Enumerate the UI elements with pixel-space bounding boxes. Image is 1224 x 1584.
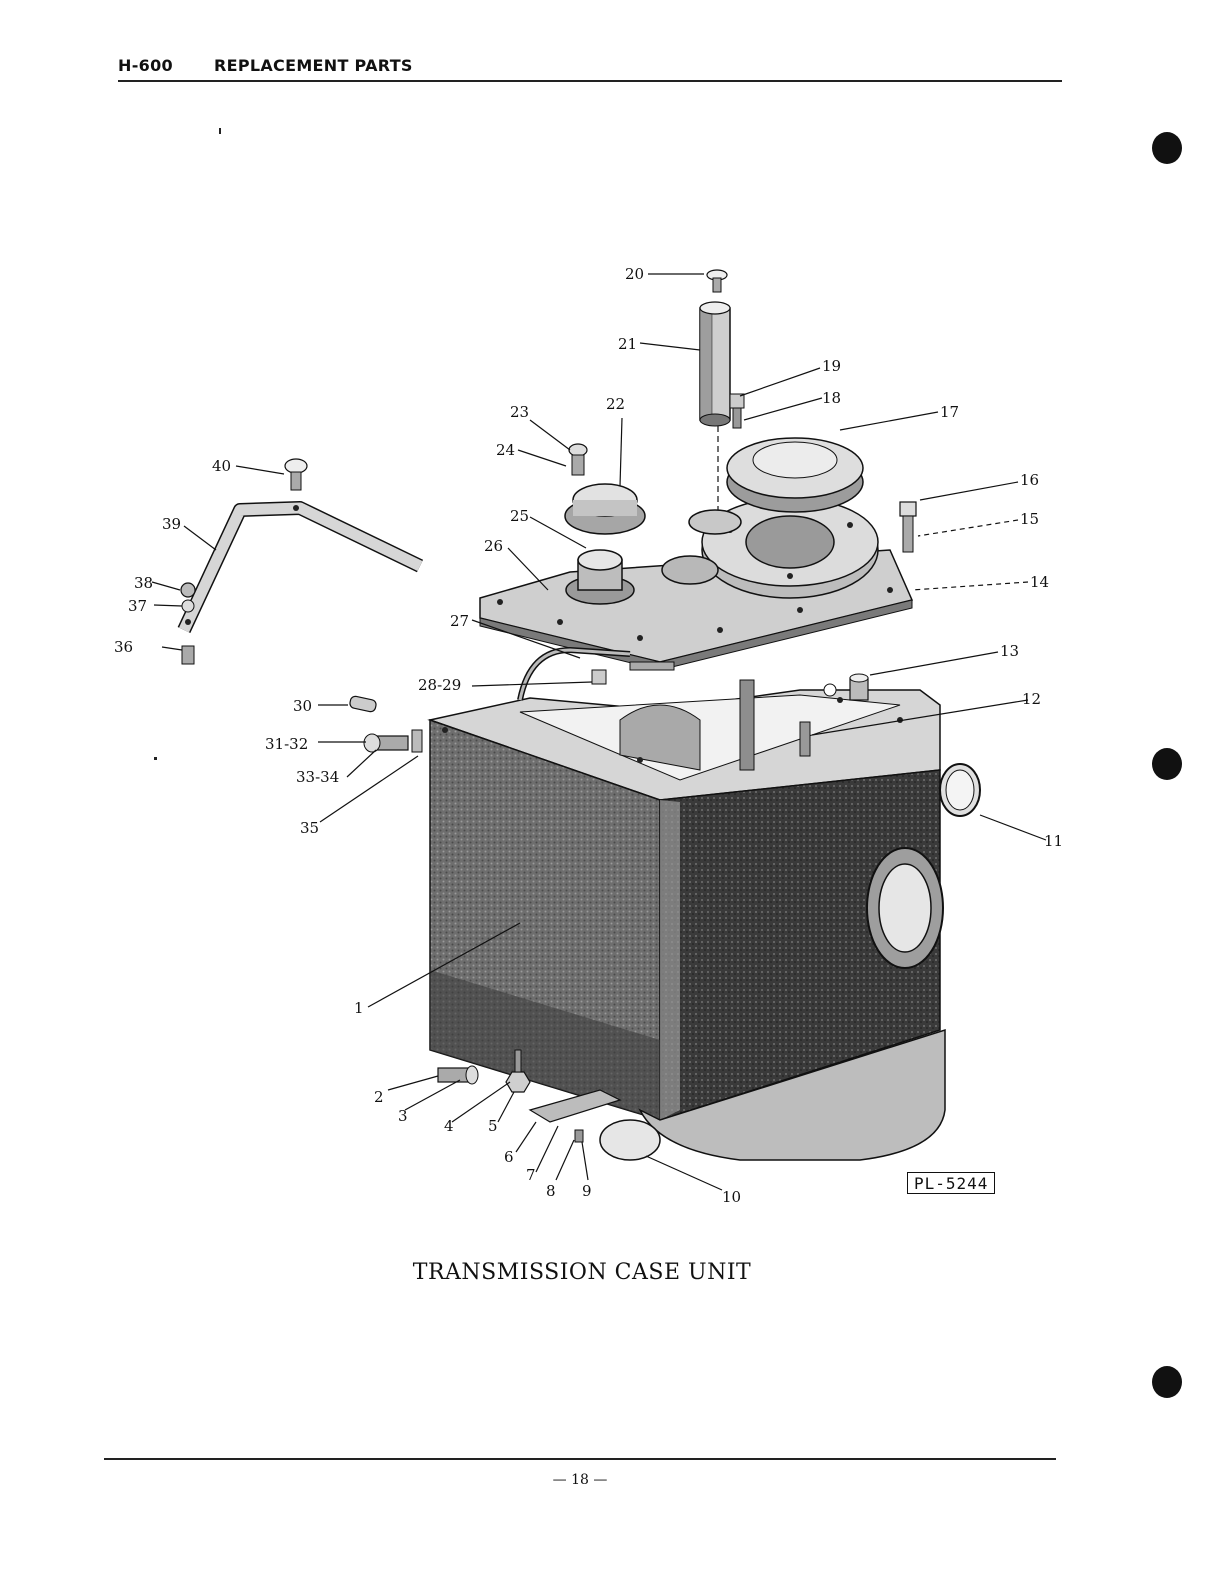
- top-screw: [707, 270, 727, 292]
- callout-27: 27: [450, 613, 469, 629]
- callout-35: 35: [300, 820, 319, 836]
- small-cover-cap: [565, 484, 645, 534]
- callout-20: 20: [625, 266, 644, 282]
- callout-38: 38: [134, 575, 153, 591]
- callout-5: 5: [488, 1118, 498, 1134]
- callout-11: 11: [1044, 833, 1063, 849]
- callout-13: 13: [1000, 643, 1019, 659]
- hex-support: [700, 302, 730, 510]
- callout-31-32: 31-32: [265, 736, 308, 752]
- callout-2: 2: [374, 1089, 384, 1105]
- callout-4: 4: [444, 1118, 454, 1134]
- callout-16: 16: [1020, 472, 1039, 488]
- callout-1: 1: [354, 1000, 364, 1016]
- figure-caption: TRANSMISSION CASE UNIT: [0, 1260, 1164, 1285]
- footer-rule: [104, 1458, 1056, 1460]
- callout-37: 37: [128, 598, 147, 614]
- callout-26: 26: [484, 538, 503, 554]
- manual-code: H-600: [118, 56, 173, 75]
- callout-18: 18: [822, 390, 841, 406]
- callout-10: 10: [722, 1189, 741, 1205]
- bolt-head: [730, 394, 744, 408]
- page-header: H-600 REPLACEMENT PARTS: [118, 56, 1062, 82]
- header-title: REPLACEMENT PARTS: [214, 56, 413, 75]
- binder-hole-middle: [1152, 748, 1182, 780]
- callout-8: 8: [546, 1183, 556, 1199]
- transmission-case: [430, 680, 945, 1160]
- callout-28-29: 28-29: [418, 677, 461, 693]
- callout-15: 15: [1020, 511, 1039, 527]
- callout-33-34: 33-34: [296, 769, 339, 785]
- binder-hole-top: [1152, 132, 1182, 164]
- callout-30: 30: [293, 698, 312, 714]
- binder-hole-bottom: [1152, 1366, 1182, 1398]
- callout-24: 24: [496, 442, 515, 458]
- callout-25: 25: [510, 508, 529, 524]
- callout-7: 7: [526, 1167, 536, 1183]
- callout-6: 6: [504, 1149, 514, 1165]
- callout-36: 36: [114, 639, 133, 655]
- transmission-case-illustration: [100, 250, 1060, 1220]
- bearing-cover: [727, 438, 863, 512]
- callout-17: 17: [940, 404, 959, 420]
- callout-19: 19: [822, 358, 841, 374]
- exploded-parts-diagram: 20 21 19 18 17 16 15 14 13 12 11 22 23 2…: [100, 250, 1060, 1220]
- callout-40: 40: [212, 458, 231, 474]
- callout-21: 21: [618, 336, 637, 352]
- callout-9: 9: [582, 1183, 592, 1199]
- page-number: — 18 —: [0, 1472, 1160, 1488]
- callout-39: 39: [162, 516, 181, 532]
- callout-12: 12: [1022, 691, 1041, 707]
- callout-14: 14: [1030, 574, 1049, 590]
- callout-3: 3: [398, 1108, 408, 1124]
- plate-number: PL-5244: [907, 1172, 995, 1194]
- callout-22: 22: [606, 396, 625, 412]
- bolt-shank: [733, 408, 741, 428]
- stray-mark: [219, 128, 221, 134]
- support-strap: [184, 505, 420, 630]
- callout-23: 23: [510, 404, 529, 420]
